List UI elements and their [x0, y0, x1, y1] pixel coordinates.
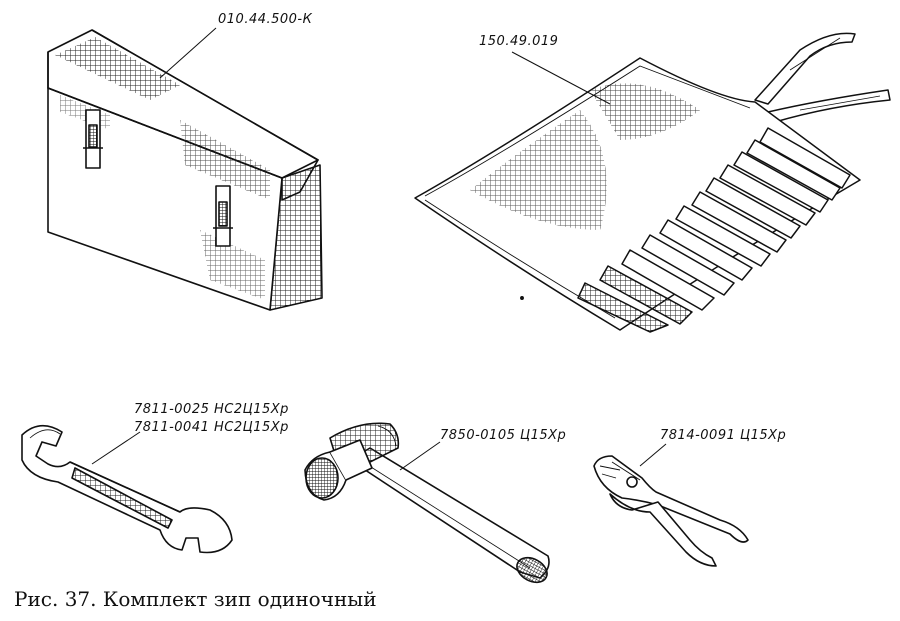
label-hammer: 7850-0105 Ц15Хр	[440, 428, 567, 443]
roll-pockets	[577, 127, 851, 333]
hammer	[304, 422, 550, 584]
leader-lines	[91, 27, 667, 471]
label-tool-roll: 150.49.019	[479, 34, 559, 49]
pliers	[593, 455, 749, 567]
open-end-wrench	[21, 424, 233, 554]
label-tool-case: 010.44.500-К	[218, 12, 313, 27]
tool-case	[47, 29, 323, 311]
tool-roll	[414, 32, 891, 333]
label-wrench-1: 7811-0025 НС2Ц15Хр	[134, 402, 289, 417]
label-pliers: 7814-0091 Ц15Хр	[660, 428, 787, 443]
figure-caption: Рис. 37. Комплект зип одиночный	[14, 587, 377, 611]
label-wrench-2: 7811-0041 НС2Ц15Хр	[134, 420, 289, 435]
